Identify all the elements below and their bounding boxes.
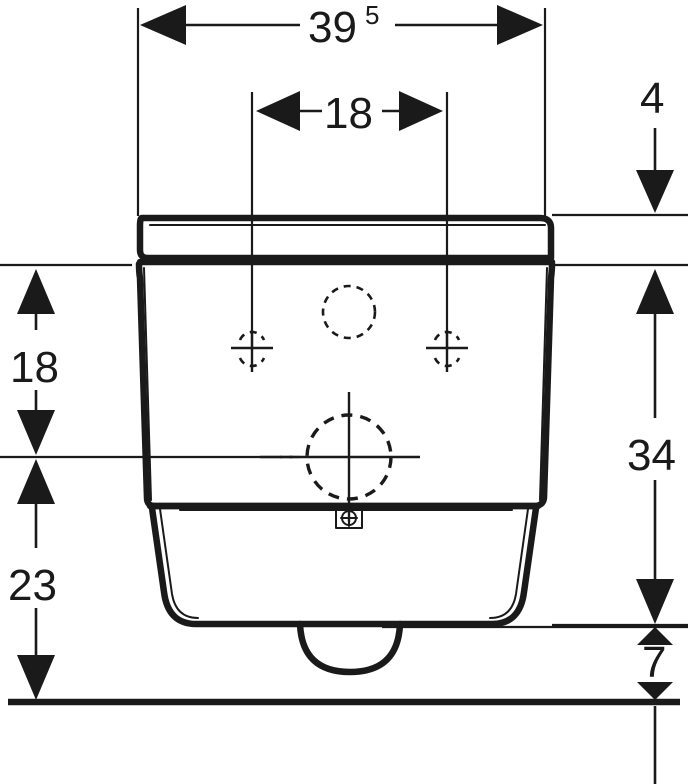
- body-inner-profile: [143, 267, 548, 501]
- dim-label-top-right-gap: 4: [640, 74, 664, 123]
- arrowhead-inner-right: [399, 91, 443, 131]
- dimension-top-width: 39 5: [136, 0, 547, 216]
- arrowhead-inner-left: [256, 91, 300, 131]
- arrowhead-7-up-top: [637, 627, 673, 645]
- bowl-bottom-curve: [296, 620, 404, 676]
- drain-detail-box: [335, 505, 363, 529]
- mounting-point-right: [426, 330, 468, 372]
- wc-ceramic-body: [135, 260, 556, 510]
- arrowhead-7-down-bottom: [637, 682, 673, 700]
- body-main-outline: [135, 260, 556, 510]
- dim-label-left-lower-height: 23: [8, 561, 57, 610]
- skirt-inner-profile: [159, 508, 529, 619]
- flush-outlet-small-circle: [321, 284, 377, 340]
- arrowhead-gap4-down: [636, 170, 674, 213]
- arrowhead-18L-up: [17, 269, 55, 314]
- arrowhead-34-up: [636, 269, 674, 314]
- mounting-point-left: [231, 330, 273, 372]
- arrowhead-34-down: [636, 579, 674, 624]
- dimension-bottom-gap: 7: [637, 627, 673, 784]
- dim-label-top-width: 39: [308, 3, 357, 52]
- skirt-outline: [148, 504, 540, 628]
- dimension-right-main-height: 34: [627, 269, 676, 624]
- wc-lower-skirt: [146, 502, 542, 628]
- dimension-left-lower-height: 23: [8, 459, 57, 700]
- arrowhead-left-top: [140, 5, 186, 45]
- dim-label-inner-width: 18: [324, 89, 373, 138]
- dimension-left-upper-height: 18: [10, 269, 59, 455]
- mount-left-arcs: [238, 330, 266, 368]
- drain-detail: [335, 505, 363, 529]
- wc-seat-lid: [136, 214, 555, 262]
- arrowhead-23-down: [17, 655, 55, 700]
- dimension-top-right-gap: 4: [636, 74, 674, 213]
- arrowhead-18L-down: [17, 410, 55, 455]
- mount-right-arcs: [433, 330, 461, 368]
- arrowhead-23-up: [17, 459, 55, 504]
- dim-label-right-main-height: 34: [627, 431, 676, 480]
- dim-label-left-upper-height: 18: [10, 343, 59, 392]
- seat-lid-outline: [136, 214, 555, 262]
- dim-label-top-width-superscript: 5: [365, 0, 379, 30]
- dim-label-bottom-gap: 7: [642, 638, 666, 687]
- arrowhead-right-top: [497, 5, 543, 45]
